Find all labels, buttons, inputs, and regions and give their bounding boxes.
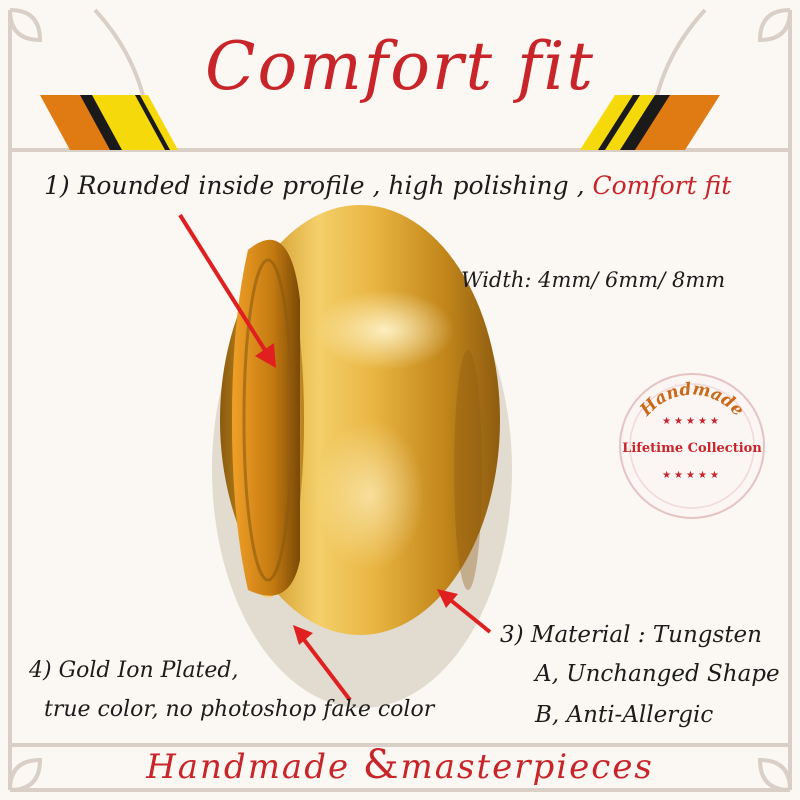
arrows xyxy=(178,213,492,702)
feature-profile-text: 1) Rounded inside profile , high polishi… xyxy=(44,171,585,200)
feature-profile: 1) Rounded inside profile , high polishi… xyxy=(44,171,731,200)
feature-gold: 4) Gold Ion Plated, xyxy=(29,658,239,683)
footer-tagline: Handmade &masterpieces xyxy=(0,742,800,788)
footer-part1: Handmade xyxy=(146,747,351,787)
svg-text:★★★★★: ★★★★★ xyxy=(662,470,722,481)
feature-width: Width: 4mm/ 6mm/ 8mm xyxy=(461,268,726,292)
feature-gold-note: true color, no photoshop fake color xyxy=(44,697,435,722)
footer-amp: & xyxy=(362,742,401,788)
left-stripe-decoration xyxy=(40,95,178,150)
handmade-badge: Handmade ★★★★★ Lifetime Collection ★★★★★ xyxy=(619,373,765,519)
feature-profile-highlight: Comfort fit xyxy=(592,171,732,200)
feature-material-a: A, Unchanged Shape xyxy=(535,661,780,687)
right-stripe-decoration xyxy=(580,95,720,150)
footer-part2: masterpieces xyxy=(400,747,654,787)
badge-center-text: Lifetime Collection xyxy=(622,441,762,456)
feature-material-b: B, Anti-Allergic xyxy=(535,702,714,728)
svg-text:★★★★★: ★★★★★ xyxy=(662,416,722,427)
page-title: Comfort fit xyxy=(204,28,596,105)
feature-material: 3) Material : Tungsten xyxy=(500,622,762,648)
